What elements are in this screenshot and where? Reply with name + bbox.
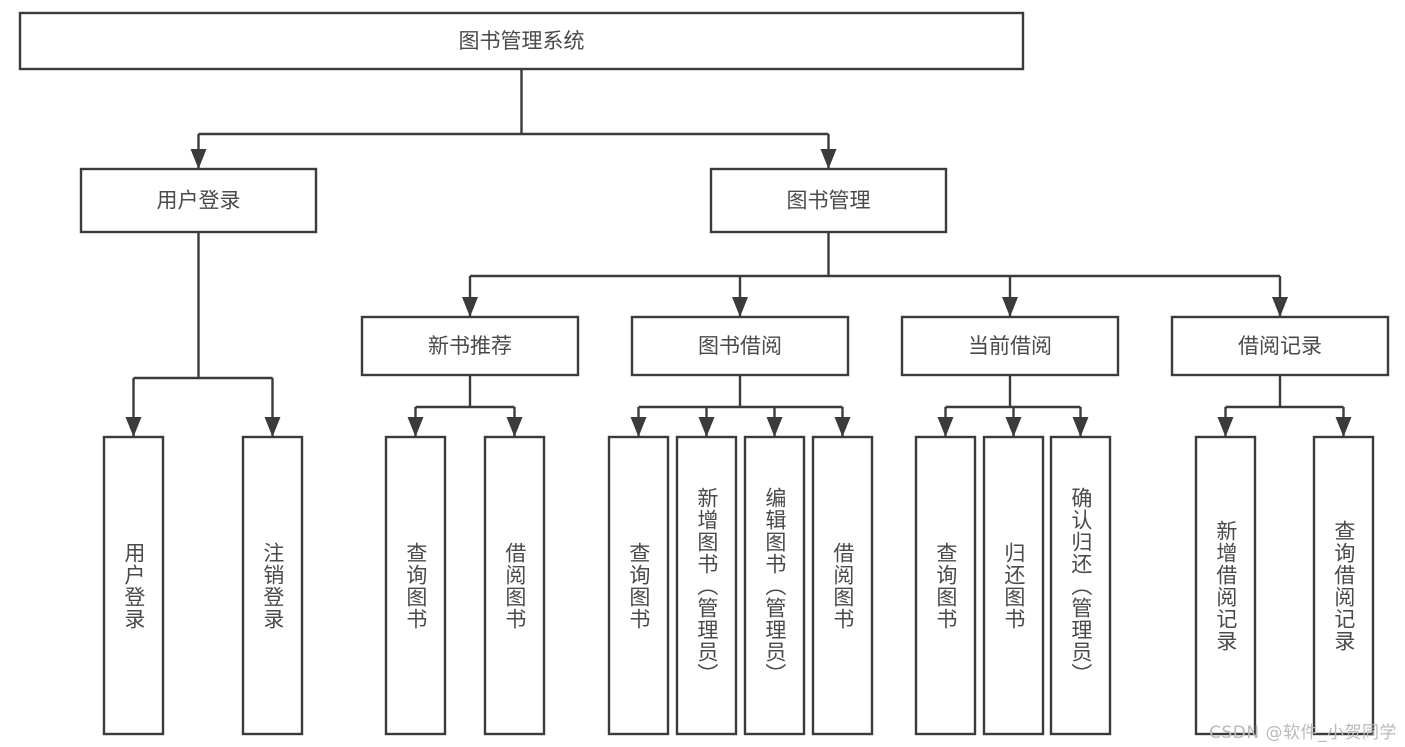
node-box-leaf-user-login[interactable]: [102, 435, 165, 736]
watermark-text: CSDN @软件_小贺同学: [1209, 723, 1397, 743]
node-label-book-borrow: 图书借阅: [698, 334, 782, 358]
node-box-root[interactable]: [18, 11, 1025, 71]
arrow-head-icon-user-login: [190, 149, 207, 169]
node-box-current-borrow[interactable]: [900, 315, 1120, 377]
node-box-leaf-return-book[interactable]: [982, 435, 1045, 736]
node-label-borrow-record: 借阅记录: [1238, 334, 1322, 358]
arrow-head-icon-leaf-confirm-return: [1072, 417, 1089, 437]
node-boxes: [18, 11, 1390, 736]
node-label-new-book-recommend: 新书推荐: [428, 334, 512, 358]
arrow-head-icon-book-borrow: [732, 297, 748, 317]
node-label-user-login: 用户登录: [157, 189, 241, 213]
node-box-leaf-confirm-return[interactable]: [1049, 435, 1112, 736]
arrow-head-icon-borrow-record: [1272, 297, 1288, 317]
node-label-current-borrow: 当前借阅: [968, 334, 1052, 358]
arrow-head-icon-book-manage: [820, 149, 837, 169]
node-box-leaf-query-book-borrow[interactable]: [607, 435, 670, 736]
node-label-book-manage: 图书管理: [787, 189, 871, 213]
node-label-root: 图书管理系统: [459, 29, 585, 53]
node-box-leaf-add-record[interactable]: [1194, 435, 1257, 736]
node-box-borrow-record[interactable]: [1170, 315, 1390, 377]
arrow-head-icon-leaf-query-record: [1335, 417, 1352, 437]
arrow-head-icon-leaf-query-book-current: [937, 417, 954, 437]
arrow-head-icon-leaf-query-book-rec: [407, 417, 424, 437]
arrow-head-icon-leaf-logout: [264, 417, 281, 437]
arrow-head-icon-leaf-borrow-book-rec: [506, 417, 523, 437]
arrow-head-icon-new-book-recommend: [462, 297, 478, 317]
arrow-head-icon-leaf-query-book-borrow: [630, 417, 647, 437]
node-box-leaf-add-book[interactable]: [675, 435, 738, 736]
arrow-head-icon-leaf-add-record: [1217, 417, 1234, 437]
arrow-head-icon-leaf-return-book: [1005, 417, 1022, 437]
node-box-leaf-edit-book[interactable]: [743, 435, 806, 736]
node-box-leaf-query-book-current[interactable]: [914, 435, 977, 736]
arrow-head-icon-leaf-edit-book: [766, 417, 783, 437]
node-box-user-login[interactable]: [79, 167, 318, 234]
arrow-head-icon-current-borrow: [1002, 297, 1018, 317]
arrow-head-icon-leaf-add-book: [698, 417, 715, 437]
node-box-book-borrow[interactable]: [630, 315, 850, 377]
node-box-new-book-recommend[interactable]: [360, 315, 580, 377]
arrow-head-icon-leaf-user-login: [125, 417, 142, 437]
arrow-head-icon-leaf-borrow-book: [834, 417, 851, 437]
node-box-book-manage[interactable]: [709, 167, 948, 234]
node-box-leaf-borrow-book-rec[interactable]: [483, 435, 546, 736]
connector-lines: [125, 69, 1352, 437]
node-box-leaf-logout[interactable]: [241, 435, 304, 736]
node-box-leaf-query-record[interactable]: [1312, 435, 1375, 736]
node-box-leaf-borrow-book[interactable]: [811, 435, 874, 736]
node-box-leaf-query-book-rec[interactable]: [384, 435, 447, 736]
